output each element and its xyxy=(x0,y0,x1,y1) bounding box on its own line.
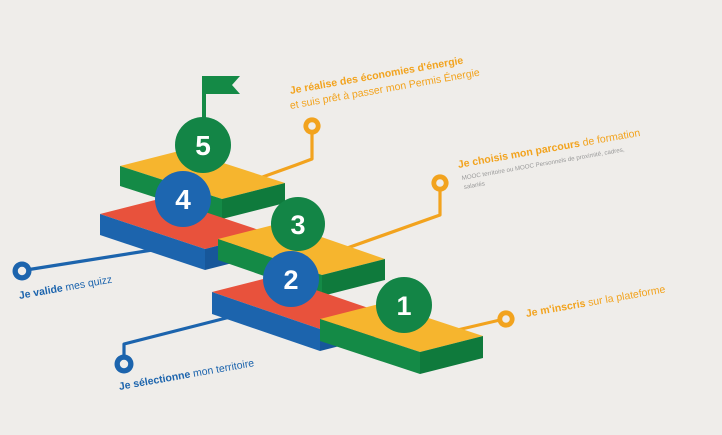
connector-4 xyxy=(24,246,167,272)
flag-icon xyxy=(202,76,240,124)
connector-2 xyxy=(122,313,240,366)
pin-2 xyxy=(114,354,134,374)
connector-3 xyxy=(334,183,442,254)
step-1-circle: 1 xyxy=(376,277,432,333)
step-1-number: 1 xyxy=(396,291,411,321)
pin-3 xyxy=(431,174,449,192)
step-2-circle: 2 xyxy=(263,251,319,307)
pin-5 xyxy=(303,117,321,135)
pin-1 xyxy=(497,310,515,328)
step-4-circle: 4 xyxy=(155,171,211,227)
step-3-circle: 3 xyxy=(271,197,325,251)
step-2-number: 2 xyxy=(283,265,298,295)
step-4-number: 4 xyxy=(175,184,191,215)
pin-4 xyxy=(12,261,32,281)
step-5-circle: 5 xyxy=(175,117,231,173)
step-5-number: 5 xyxy=(195,130,211,161)
step-3-number: 3 xyxy=(290,210,305,240)
